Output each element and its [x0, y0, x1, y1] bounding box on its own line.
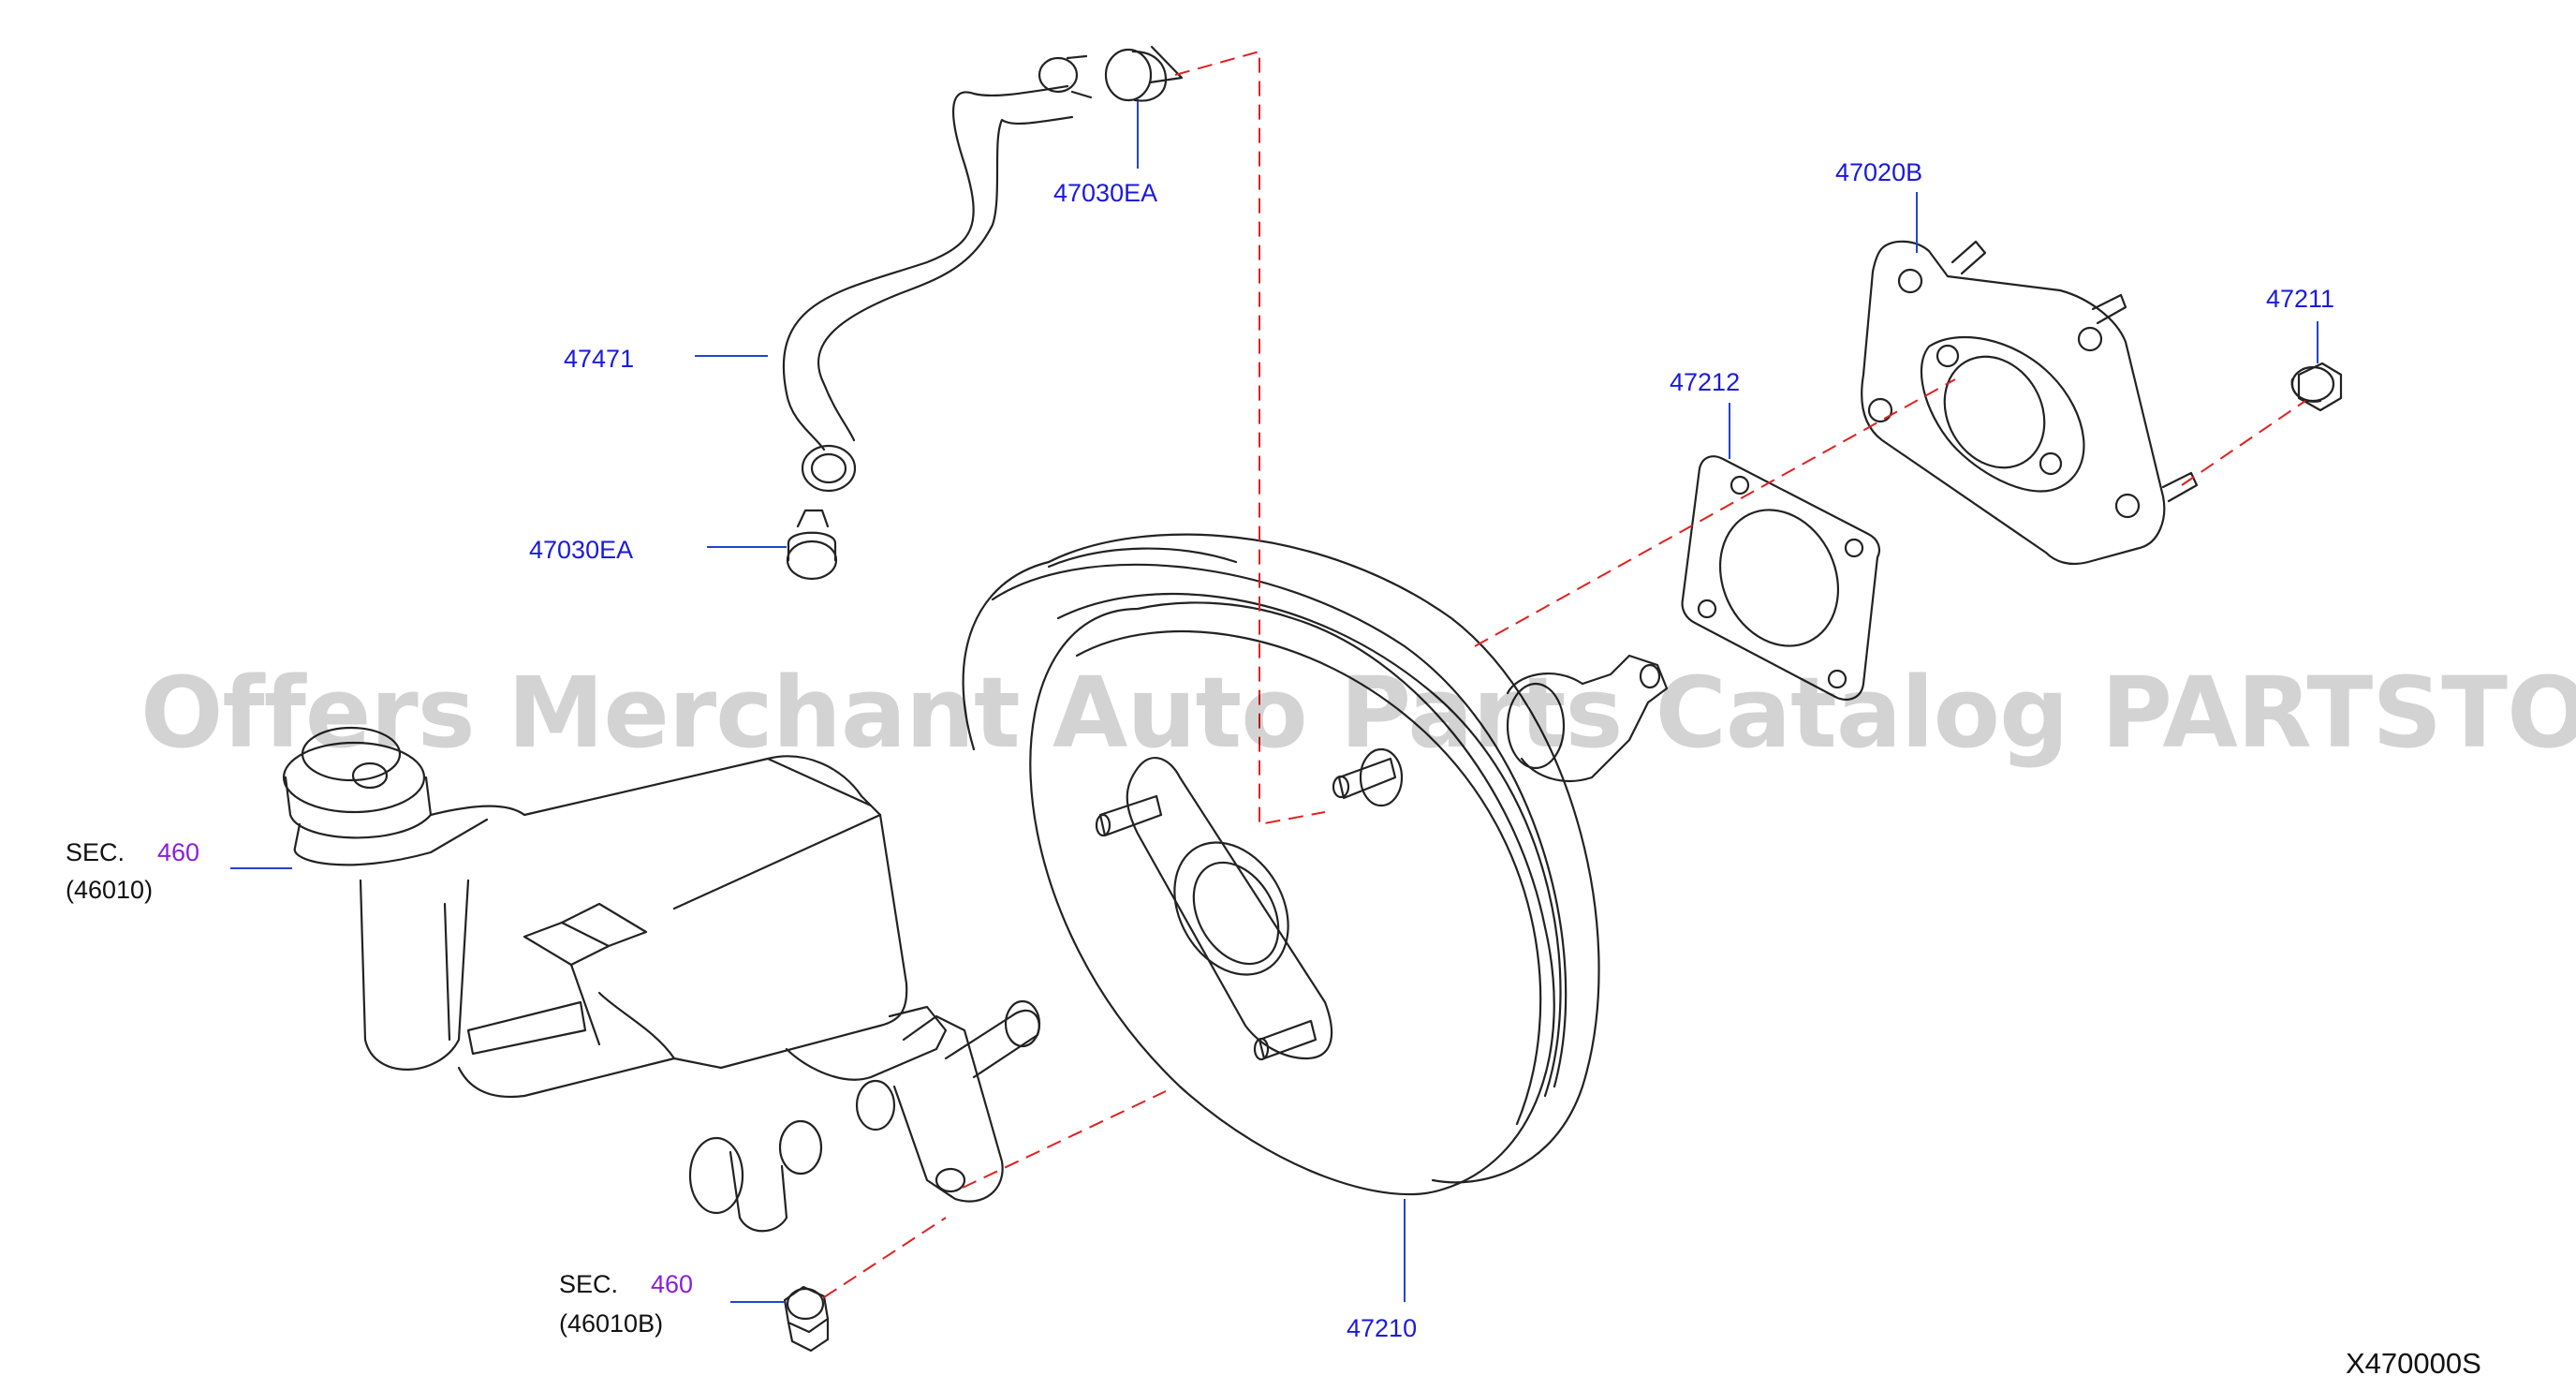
section-number-reservoir[interactable]: 460: [157, 838, 200, 866]
master-cylinder-nut: [783, 1285, 830, 1353]
hose-clamp-bottom: [786, 509, 838, 581]
section-prefix-reservoir: SEC.: [66, 838, 125, 866]
part-label-47030ea-bottom[interactable]: 47030EA: [529, 536, 634, 564]
nut-47211: [2290, 362, 2343, 412]
watermark-text: Offers Merchant Auto Parts Catalog PARTS…: [140, 656, 2576, 770]
section-number-nut[interactable]: 460: [651, 1270, 694, 1298]
master-cylinder-reservoir: [282, 726, 1041, 1233]
part-label-47030ea-top[interactable]: 47030EA: [1053, 179, 1158, 207]
part-label-47210[interactable]: 47210: [1347, 1314, 1418, 1342]
section-sub-reservoir: (46010): [66, 876, 154, 904]
part-label-47211[interactable]: 47211: [2266, 285, 2335, 313]
leader-lines: [230, 101, 2318, 1303]
gasket-47212: [1681, 455, 1881, 701]
alignment-dashes: [823, 50, 2306, 1298]
vacuum-hose-47471: [782, 54, 1093, 493]
part-label-47020b[interactable]: 47020B: [1835, 158, 1923, 186]
section-sub-nut: (46010B): [559, 1309, 664, 1338]
diagram-code: X470000S: [2346, 1347, 2481, 1380]
section-prefix-nut: SEC.: [559, 1270, 619, 1298]
brake-booster-47210: [962, 533, 1669, 1196]
part-label-47471[interactable]: 47471: [564, 345, 635, 373]
booster-bracket-47020b: [1861, 240, 2199, 566]
part-label-47212[interactable]: 47212: [1670, 368, 1741, 396]
hose-clamp-top: [1104, 45, 1184, 102]
